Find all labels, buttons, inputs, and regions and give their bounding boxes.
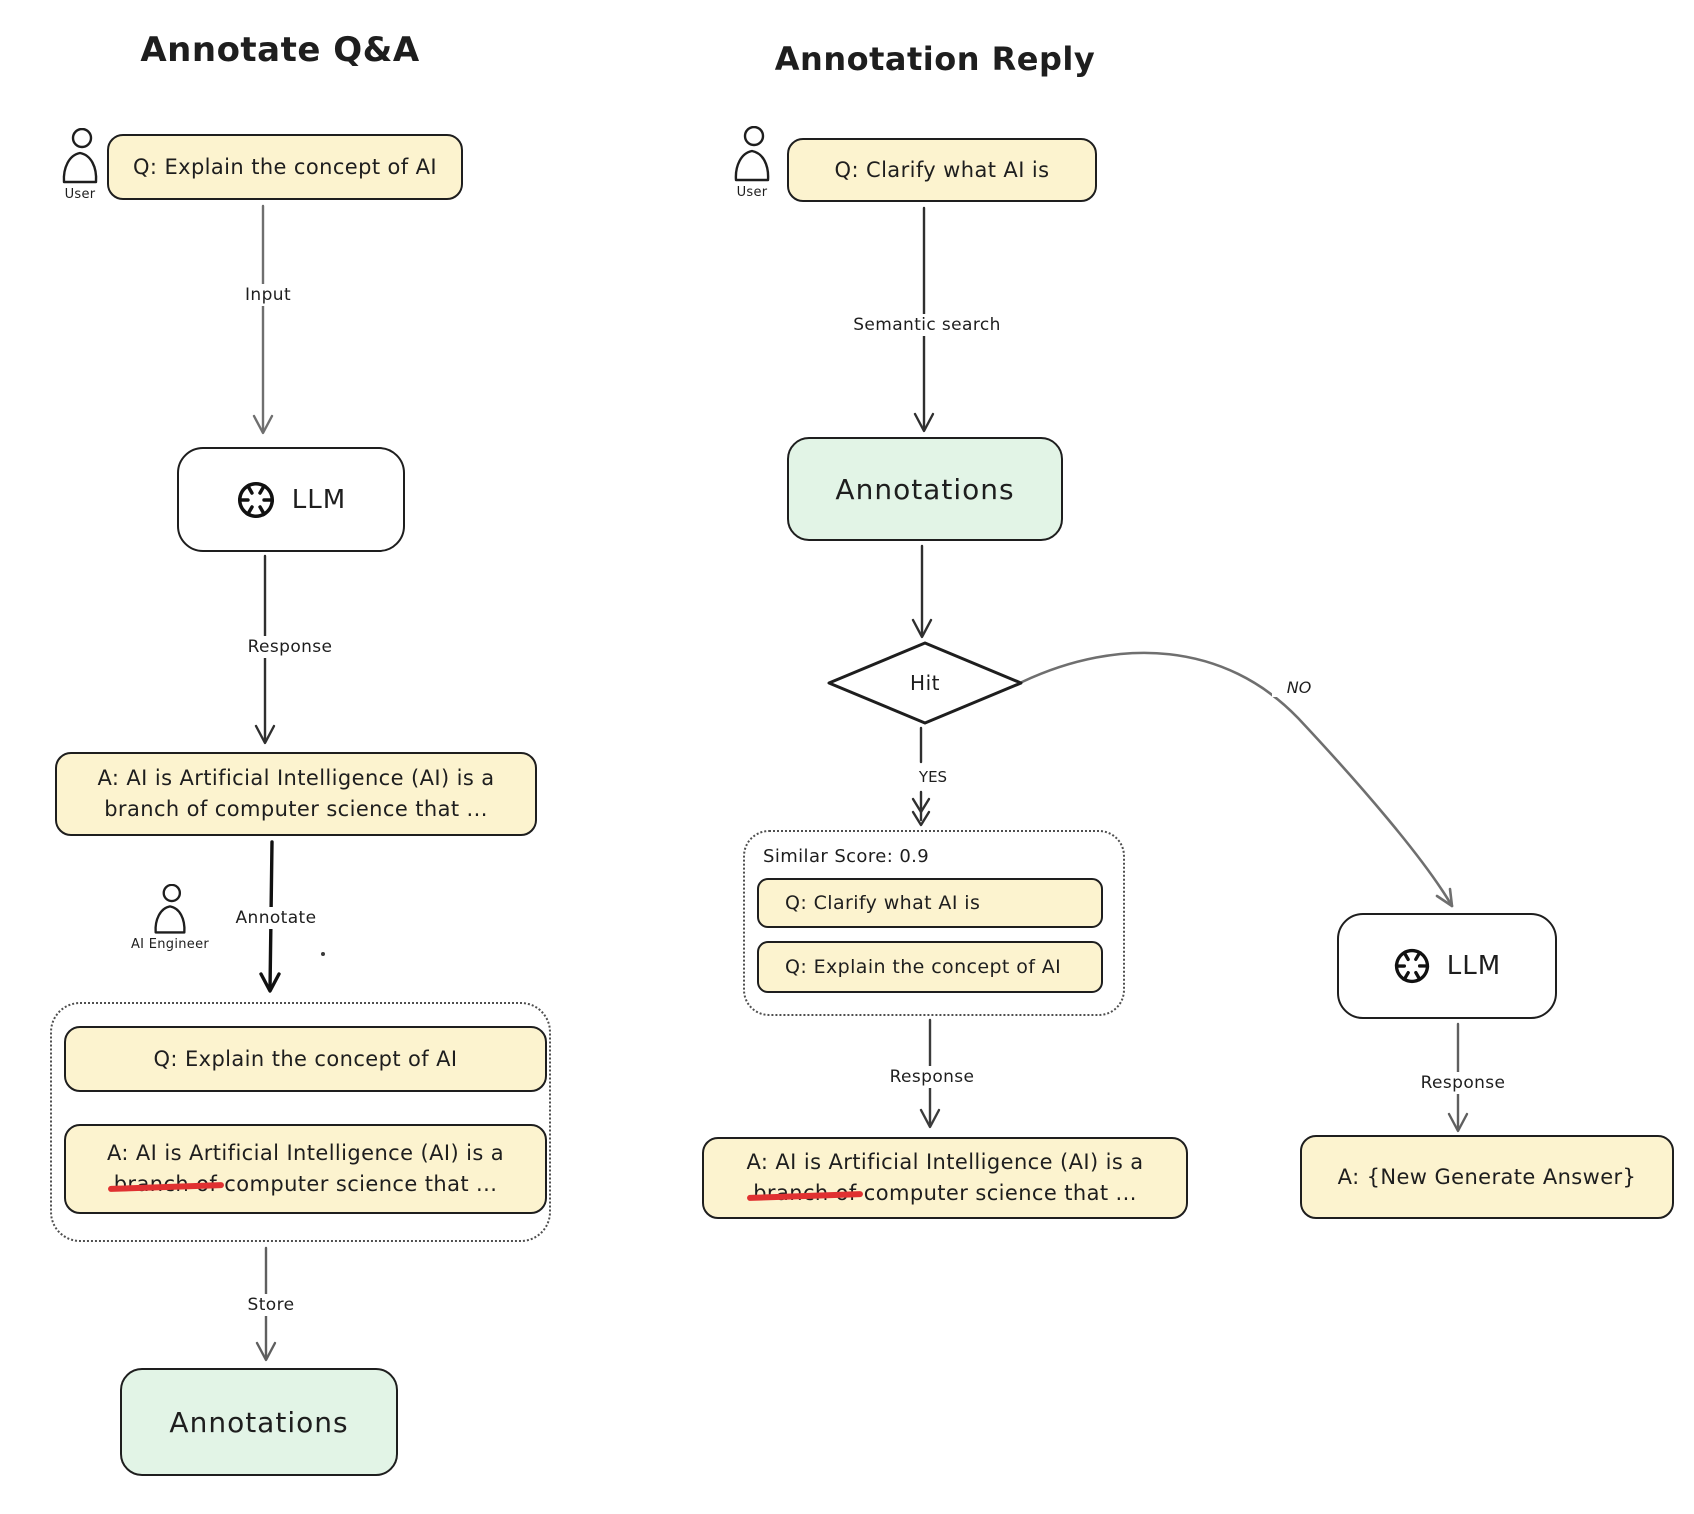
annotated-answer-line-2: branch of computer science that ...: [114, 1169, 498, 1200]
input-arrow-label: Input: [213, 284, 323, 306]
ai-engineer-persona: AI Engineer: [130, 884, 210, 952]
match-response-arrow-label: Response: [867, 1066, 997, 1088]
ai-engineer-icon: [154, 884, 186, 934]
hit-label: Hit: [910, 671, 940, 695]
annotated-question-box: Q: Explain the concept of AI: [64, 1026, 547, 1092]
openai-logo-icon: [1394, 948, 1429, 984]
user-persona-right: User: [714, 126, 790, 200]
matched-question-2-box: Q: Explain the concept of AI: [757, 941, 1103, 993]
hit-decision-diamond: Hit: [825, 639, 1025, 727]
no-arrow-curve: [1020, 651, 1454, 908]
user-icon: [62, 128, 98, 184]
left-flow-title: Annotate Q&A: [140, 30, 420, 70]
annotated-answer-line-1: A: AI is Artificial Intelligence (AI) is…: [106, 1141, 505, 1165]
answer-line-2: branch of computer science that ...: [753, 1178, 1137, 1209]
right-question-box: Q: Clarify what AI is: [787, 138, 1097, 202]
answer-line-1: A: AI is Artificial Intelligence (AI) is…: [97, 766, 495, 790]
left-answer-box: A: AI is Artificial Intelligence (AI) is…: [55, 752, 537, 836]
openai-logo-icon: [237, 481, 274, 518]
annotate-arrow-label: Annotate: [211, 907, 341, 929]
annotations-to-hit-arrow: [911, 544, 933, 639]
annotated-pair-group: [50, 1002, 551, 1242]
llm-label: LLM: [1446, 951, 1502, 981]
left-response-arrow-label: Response: [225, 636, 355, 658]
semantic-search-arrow-label: Semantic search: [822, 314, 1032, 336]
store-arrow-label: Store: [216, 1294, 326, 1316]
user-persona-left: User: [42, 128, 118, 202]
diamond-shape: [827, 641, 1023, 725]
match-result-group: [743, 830, 1125, 1016]
user-icon: [734, 126, 770, 182]
right-flow-title: Annotation Reply: [774, 40, 1096, 78]
llm-label: LLM: [291, 484, 347, 515]
answer-line-1: A: AI is Artificial Intelligence (AI) is…: [746, 1150, 1144, 1174]
answer-rest-text: computer science that ...: [856, 1181, 1137, 1205]
yes-branch-label: YES: [904, 768, 962, 786]
yes-arrow: [911, 726, 931, 827]
left-llm-box: LLM: [177, 447, 405, 552]
input-arrow: [252, 204, 274, 435]
new-answer-box: A: {New Generate Answer}: [1300, 1135, 1674, 1219]
similar-score-label: Similar Score: 0.9: [763, 846, 930, 867]
answer-line-2: branch of computer science that ...: [104, 797, 488, 821]
right-llm-box: LLM: [1337, 913, 1557, 1019]
right-answer-box: A: AI is Artificial Intelligence (AI) is…: [702, 1137, 1188, 1219]
answer-rest-text: computer science that ...: [217, 1172, 498, 1196]
right-annotations-store-box: Annotations: [787, 437, 1063, 541]
user-label: User: [736, 185, 768, 200]
left-annotations-store-box: Annotations: [120, 1368, 398, 1476]
ink-dot: [321, 952, 325, 956]
user-label: User: [64, 187, 96, 202]
ai-engineer-label: AI Engineer: [130, 937, 210, 952]
left-question-box: Q: Explain the concept of AI: [107, 134, 463, 200]
struck-text: branch of: [113, 1172, 218, 1196]
annotated-answer-box: A: AI is Artificial Intelligence (AI) is…: [64, 1124, 547, 1214]
llm-response-arrow-label: Response: [1398, 1072, 1528, 1094]
struck-text: branch of: [753, 1181, 857, 1205]
matched-question-1-box: Q: Clarify what AI is: [757, 878, 1103, 928]
no-branch-label: NO: [1272, 678, 1326, 697]
